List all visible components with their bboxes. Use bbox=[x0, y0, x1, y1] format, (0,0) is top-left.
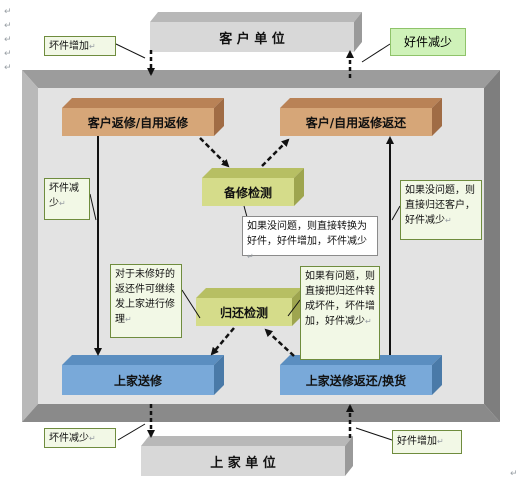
note-text: 好件增加 bbox=[397, 436, 437, 447]
customer-return-back-block: 客户/自用返修返还 bbox=[280, 98, 442, 136]
spare-inspection-block: 备修检测 bbox=[202, 168, 304, 206]
note-text: 坏件减少 bbox=[49, 183, 79, 209]
customer-return-back-label: 客户/自用返修返还 bbox=[280, 108, 432, 136]
note-if-no-problem-right: 如果没问题，则直接归还客户，好件减少↵ bbox=[400, 180, 482, 240]
paragraph-mark: ↵ bbox=[4, 7, 12, 17]
upper-unit-label: 上 家 单 位 bbox=[141, 446, 345, 476]
note-text: 坏件减少 bbox=[49, 433, 89, 444]
customer-unit-label: 客 户 单 位 bbox=[150, 22, 354, 52]
upper-unit-block: 上 家 单 位 bbox=[141, 436, 353, 476]
note-spare-desc: 如果没问题，则直接转换为好件，好件增加，坏件减少 ↵ bbox=[242, 216, 378, 261]
note-text: 如果没问题，则直接转换为好件，好件增加，坏件减少 bbox=[247, 221, 367, 247]
customer-unit-block: 客 户 单 位 bbox=[150, 12, 362, 52]
paragraph-mark: ↵ bbox=[4, 21, 12, 31]
paragraph-mark: ↵ bbox=[4, 63, 12, 73]
paragraph-mark: ↵ bbox=[89, 434, 96, 443]
note-text: 对于未修好的返还件可继续发上家进行修理 bbox=[115, 269, 175, 325]
note-bad-decrease-bottom: 坏件减少↵ bbox=[44, 428, 116, 448]
paragraph-mark: ↵ bbox=[247, 252, 254, 261]
customer-return-block: 客户返修/自用返修 bbox=[62, 98, 224, 136]
note-if-problem-desc: 如果有问题，则直接把归还件转成坏件，坏件增加，好件减少↵ bbox=[300, 266, 380, 360]
paragraph-mark: ↵ bbox=[89, 42, 96, 51]
note-text: 坏件增加 bbox=[49, 41, 89, 52]
spare-inspection-label: 备修检测 bbox=[202, 178, 294, 206]
note-text: 好件减少 bbox=[403, 35, 452, 49]
paragraph-mark: ↵ bbox=[4, 35, 12, 45]
paragraph-mark: ↵ bbox=[125, 315, 132, 324]
paragraph-mark: ↵ bbox=[59, 199, 66, 208]
return-inspection-label: 归还检测 bbox=[196, 298, 292, 326]
note-text: 如果有问题，则直接把归还件转成坏件，坏件增加，好件减少 bbox=[305, 271, 375, 327]
paragraph-mark: ↵ bbox=[365, 317, 372, 326]
note-good-increase-bottom: 好件增加↵ bbox=[392, 430, 462, 454]
note-bad-decrease-left: 坏件减少↵ bbox=[44, 178, 90, 220]
note-bad-increase-top: 坏件增加↵ bbox=[44, 36, 116, 56]
upper-send-repair-block: 上家送修 bbox=[62, 355, 224, 395]
paragraph-mark: ↵ bbox=[445, 216, 452, 225]
upper-send-repair-label: 上家送修 bbox=[62, 365, 214, 395]
note-unrepaired-desc: 对于未修好的返还件可继续发上家进行修理↵ bbox=[110, 264, 182, 338]
paragraph-mark: ↵ bbox=[4, 49, 12, 59]
return-inspection-block: 归还检测 bbox=[196, 288, 302, 326]
customer-return-label: 客户返修/自用返修 bbox=[62, 108, 214, 136]
upper-return-block: 上家送修返还/换货 bbox=[280, 355, 442, 395]
upper-return-label: 上家送修返还/换货 bbox=[280, 365, 432, 395]
paragraph-mark: ↵ bbox=[510, 469, 518, 479]
paragraph-mark: ↵ bbox=[437, 437, 444, 446]
note-good-decrease-top: 好件减少 bbox=[390, 28, 466, 56]
note-text: 如果没问题，则直接归还客户，好件减少 bbox=[405, 185, 475, 226]
